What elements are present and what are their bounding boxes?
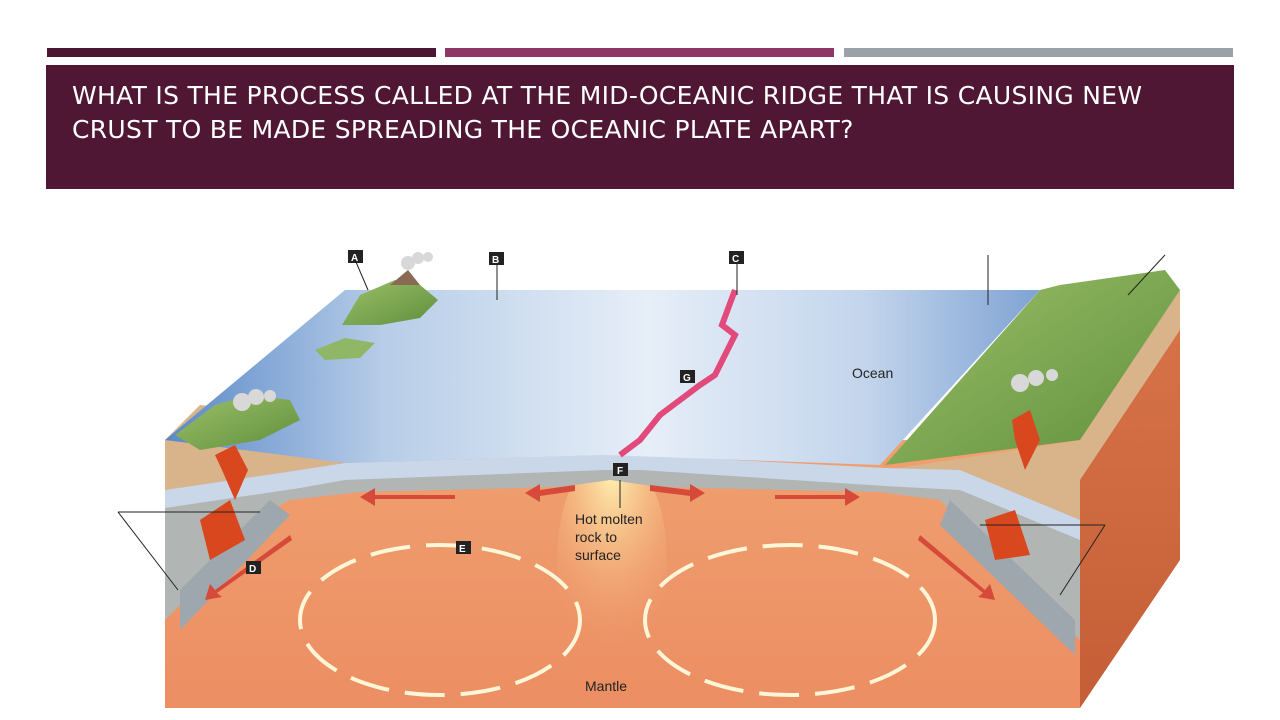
marker-e: E bbox=[456, 541, 471, 555]
slide-title: WHAT IS THE PROCESS CALLED AT THE MID-OC… bbox=[72, 81, 1143, 144]
magma bbox=[200, 410, 1040, 560]
accent-bar-gray bbox=[844, 48, 1233, 57]
svg-text:D: D bbox=[249, 564, 256, 575]
left-islet bbox=[315, 338, 375, 360]
right-coast bbox=[885, 270, 1180, 465]
accent-bar-magenta bbox=[445, 48, 834, 57]
svg-text:A: A bbox=[351, 253, 358, 264]
left-volcano bbox=[390, 270, 420, 285]
plate-motion-arrows bbox=[205, 484, 995, 600]
marker-c: C bbox=[729, 251, 744, 265]
ocean-label: Ocean bbox=[852, 365, 893, 381]
marker-b: B bbox=[489, 252, 504, 266]
hot-molten-label-line1: Hot molten bbox=[575, 511, 643, 527]
svg-text:F: F bbox=[617, 466, 623, 477]
right-continent-block bbox=[885, 290, 1180, 520]
marker-f: F bbox=[613, 463, 628, 477]
oceanic-plate-crust bbox=[165, 455, 1080, 540]
ocean-surface bbox=[165, 290, 1040, 465]
mantle-side-face bbox=[1080, 290, 1180, 708]
svg-text:G: G bbox=[683, 373, 691, 384]
right-slab bbox=[940, 500, 1075, 655]
accent-bar-dark bbox=[47, 48, 436, 57]
left-coast bbox=[175, 395, 300, 450]
marker-g: G bbox=[680, 370, 695, 384]
hot-molten-label-line3: surface bbox=[575, 547, 621, 563]
svg-text:E: E bbox=[459, 544, 466, 555]
hot-plume bbox=[557, 450, 667, 670]
title-band: WHAT IS THE PROCESS CALLED AT THE MID-OC… bbox=[46, 65, 1234, 189]
pointer-lines bbox=[117, 254, 1166, 596]
hot-molten-label-line2: rock to bbox=[575, 529, 617, 545]
left-island bbox=[342, 280, 438, 325]
svg-text:B: B bbox=[492, 255, 499, 266]
plate-tectonics-diagram: Ocean Hot molten rock to surface Mantle … bbox=[117, 250, 1180, 708]
marker-a: A bbox=[348, 250, 363, 264]
convection-currents bbox=[298, 543, 937, 697]
mantle-label: Mantle bbox=[585, 678, 627, 694]
ridge-fissure bbox=[618, 288, 739, 458]
svg-text:C: C bbox=[732, 254, 739, 265]
marker-d: D bbox=[246, 561, 261, 575]
smoke bbox=[233, 252, 1058, 411]
